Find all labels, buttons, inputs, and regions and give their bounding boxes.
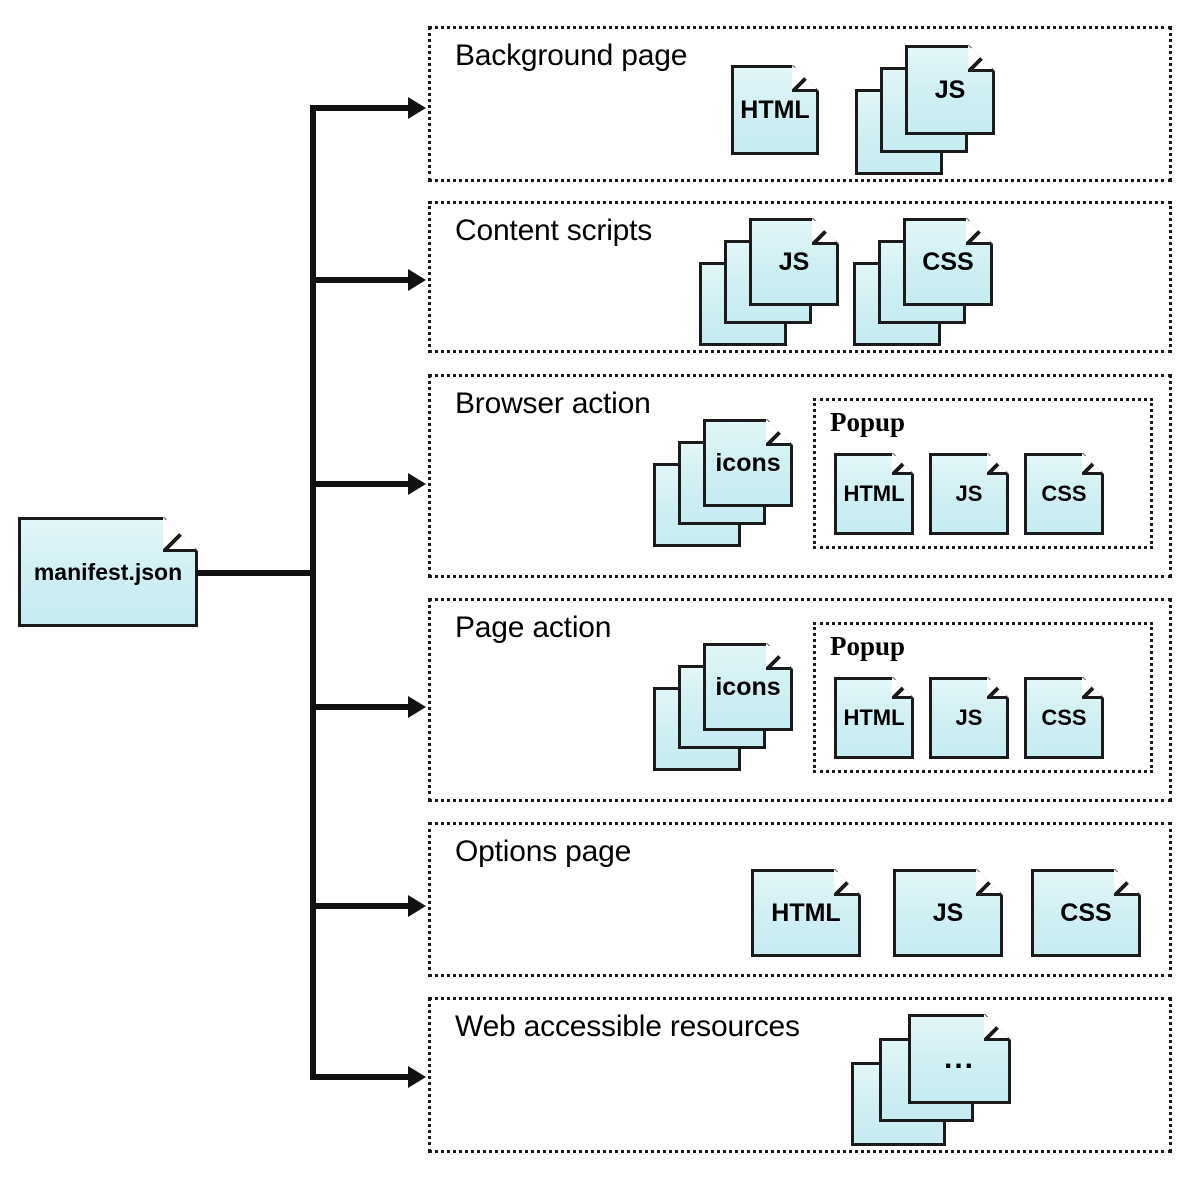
section-content-scripts[interactable]: Content scripts JS CSS: [428, 201, 1172, 353]
arrowhead-browser-action: [408, 473, 426, 495]
connector-branch-content-scripts: [310, 277, 412, 283]
arrowhead-options-page: [408, 895, 426, 917]
subgroup-popup[interactable]: Popup HTML JS CSS: [813, 622, 1153, 773]
document-icon-front: icons: [703, 643, 793, 731]
section-title-web-accessible-resources: Web accessible resources: [455, 1010, 800, 1043]
page-fold-corner-icon: [892, 453, 914, 475]
section-options-page[interactable]: Options page HTML JS CSS: [428, 822, 1172, 977]
file-html[interactable]: HTML: [834, 453, 914, 535]
arrowhead-content-scripts: [408, 269, 426, 291]
page-fold-corner-icon: [987, 453, 1009, 475]
file-css[interactable]: CSS: [1031, 869, 1141, 957]
page-fold-corner-icon: [834, 869, 861, 896]
section-browser-action[interactable]: Browser action icons Popup HTML JS: [428, 374, 1172, 578]
file-html[interactable]: HTML: [731, 65, 819, 155]
connector-trunk: [310, 105, 316, 1080]
section-title-browser-action: Browser action: [455, 387, 651, 420]
file-stack-icons[interactable]: icons: [653, 419, 793, 547]
file-css[interactable]: CSS: [1024, 677, 1104, 759]
page-fold-corner-icon: [987, 677, 1009, 699]
page-fold-corner-icon: [766, 419, 793, 446]
page-fold-corner-icon: [892, 677, 914, 699]
section-title-background-page: Background page: [455, 39, 688, 72]
document-icon: [731, 65, 819, 155]
document-icon-front: ...: [908, 1014, 1011, 1104]
subgroup-popup[interactable]: Popup HTML JS CSS: [813, 398, 1153, 549]
document-icon: [834, 677, 914, 759]
section-title-page-action: Page action: [455, 611, 612, 644]
file-js[interactable]: JS: [929, 453, 1009, 535]
page-fold-corner-icon: [766, 643, 793, 670]
section-background-page[interactable]: Background page HTML JS: [428, 26, 1172, 182]
file-stack-resources[interactable]: ...: [851, 1014, 1011, 1146]
file-html[interactable]: HTML: [834, 677, 914, 759]
subgroup-title-popup: Popup: [830, 407, 906, 437]
file-css[interactable]: CSS: [1024, 453, 1104, 535]
file-stack-js[interactable]: JS: [855, 45, 995, 175]
section-title-content-scripts: Content scripts: [455, 214, 653, 247]
page-fold-corner-icon: [976, 869, 1003, 896]
section-title-options-page: Options page: [455, 835, 632, 868]
document-icon: [703, 419, 793, 507]
manifest-json-node[interactable]: manifest.json: [18, 517, 198, 627]
file-js[interactable]: JS: [893, 869, 1003, 957]
arrowhead-background-page: [408, 97, 426, 119]
connector-branch-page-action: [310, 704, 412, 710]
document-icon: [903, 218, 993, 306]
section-web-accessible-resources[interactable]: Web accessible resources ...: [428, 997, 1172, 1153]
file-html[interactable]: HTML: [751, 869, 861, 957]
file-js[interactable]: JS: [929, 677, 1009, 759]
document-icon: [929, 677, 1009, 759]
document-icon-front: JS: [905, 45, 995, 135]
document-icon: [751, 869, 861, 957]
connector-root-stub: [196, 570, 316, 576]
document-icon: [749, 218, 839, 306]
section-page-action[interactable]: Page action icons Popup HTML JS: [428, 598, 1172, 802]
file-stack-css[interactable]: CSS: [853, 218, 993, 346]
document-icon-front: JS: [749, 218, 839, 306]
arrowhead-page-action: [408, 696, 426, 718]
connector-branch-web-accessible-resources: [310, 1074, 412, 1080]
document-icon: [703, 643, 793, 731]
document-icon-front: icons: [703, 419, 793, 507]
arrowhead-web-accessible-resources: [408, 1066, 426, 1088]
subgroup-title-popup: Popup: [830, 631, 906, 661]
document-icon-front: CSS: [903, 218, 993, 306]
connector-branch-browser-action: [310, 481, 412, 487]
document-icon: [908, 1014, 1011, 1104]
connector-branch-options-page: [310, 903, 412, 909]
file-stack-js[interactable]: JS: [699, 218, 839, 346]
connector-branch-background-page: [310, 105, 412, 111]
page-fold-corner-icon: [163, 517, 198, 552]
file-stack-icons[interactable]: icons: [653, 643, 793, 771]
